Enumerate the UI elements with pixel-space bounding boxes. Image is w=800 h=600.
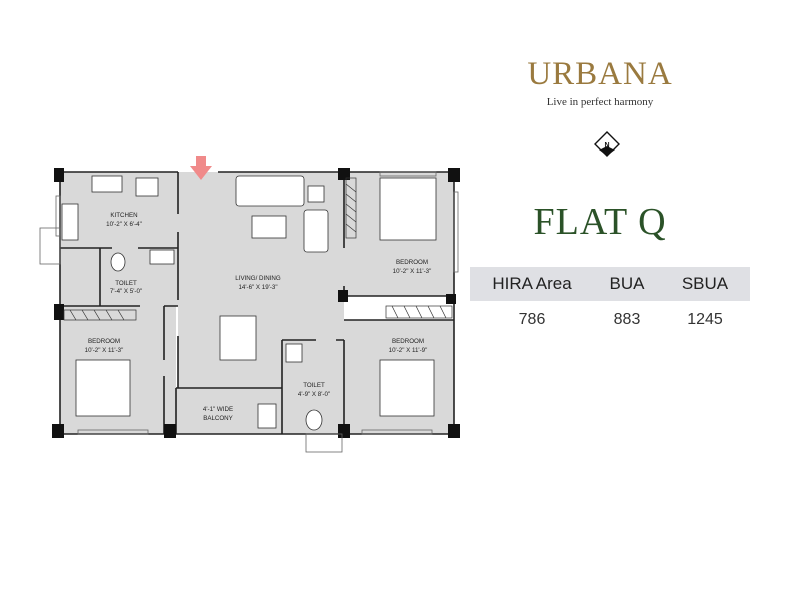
flat-title: FLAT Q [533,201,667,243]
living-name: LIVING/ DINING [235,275,281,282]
bedroom-br-name: BEDROOM [392,338,424,345]
floor-plan: KITCHEN 10'-2" X 6'-4" TOILET 7'-4" X 5'… [39,156,460,453]
area-table: HIRA Area BUA SBUA 786 883 1245 [470,267,750,339]
brand-tagline: Live in perfect harmony [546,96,654,108]
living-dims: 14'-6" X 19'-3" [238,284,277,291]
brand-logo: URBANA [527,56,673,92]
toilet1-dims: 7'-4" X 5'-0" [110,288,142,295]
entry-arrow-icon [190,156,212,180]
compass-label: N [604,142,609,149]
value-bua: 883 [613,311,641,328]
value-hira-area: 786 [518,311,546,328]
room-labels: KITCHEN 10'-2" X 6'-4" TOILET 7'-4" X 5'… [85,212,432,422]
balcony-name: 4'-1" WIDE [203,406,233,413]
wardrobes [63,177,453,321]
value-sbua: 1245 [687,311,723,328]
bedroom-bl-dims: 10'-2" X 11'-3" [85,347,124,354]
area-table-header: HIRA Area BUA SBUA [470,267,750,301]
furniture [61,175,437,431]
header-hira-area: HIRA Area [492,274,572,293]
structural-columns [52,168,460,438]
brand-block: URBANA Live in perfect harmony [480,56,720,108]
windows [39,171,459,453]
toilet1-name: TOILET [115,280,137,287]
bedroom-br-dims: 10'-2" X 11'-9" [389,347,428,354]
toilet2-dims: 4'-9" X 8'-0" [298,391,330,398]
balcony-dims: BALCONY [203,415,233,422]
kitchen-dims: 10'-2" X 6'-4" [106,221,142,228]
north-compass-icon: N [594,131,620,157]
header-sbua: SBUA [681,274,729,293]
header-bua: BUA [609,274,645,293]
toilet2-name: TOILET [303,382,325,389]
bedroom-tr-name: BEDROOM [396,259,428,266]
bedroom-bl-name: BEDROOM [88,338,120,345]
kitchen-name: KITCHEN [110,212,137,219]
walls [59,171,455,435]
bedroom-tr-dims: 10'-2" X 11'-3" [393,268,432,275]
area-table-row: 786 883 1245 [470,301,750,339]
